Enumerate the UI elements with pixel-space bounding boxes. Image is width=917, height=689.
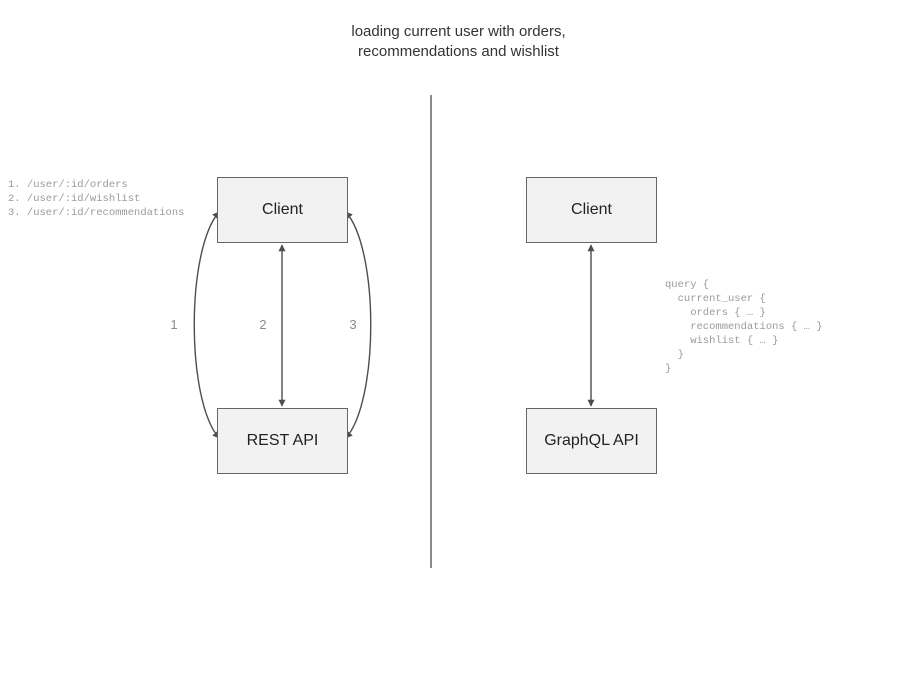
edge-3-path <box>345 211 372 439</box>
graphql-query-annotation: query { current_user { orders { … } reco… <box>665 279 823 375</box>
edge-label-3: 3 <box>349 317 357 332</box>
node-rest-api-label: REST API <box>246 432 319 449</box>
edge-label-2: 2 <box>259 317 267 332</box>
rest-endpoints-annotation: 1. /user/:id/orders 2. /user/:id/wishlis… <box>8 179 185 219</box>
diagram-title: loading current user with orders, recomm… <box>351 23 566 60</box>
edge-1-path <box>193 211 220 439</box>
node-client-rest-label: Client <box>262 201 303 218</box>
node-client-graphql-label: Client <box>571 201 612 218</box>
node-graphql-api-label: GraphQL API <box>544 432 639 449</box>
node-client-graphql[interactable]: Client <box>526 177 657 243</box>
edge-label-1: 1 <box>170 317 178 332</box>
node-rest-api[interactable]: REST API <box>217 408 348 474</box>
node-graphql-api[interactable]: GraphQL API <box>526 408 657 474</box>
node-client-rest[interactable]: Client <box>217 177 348 243</box>
